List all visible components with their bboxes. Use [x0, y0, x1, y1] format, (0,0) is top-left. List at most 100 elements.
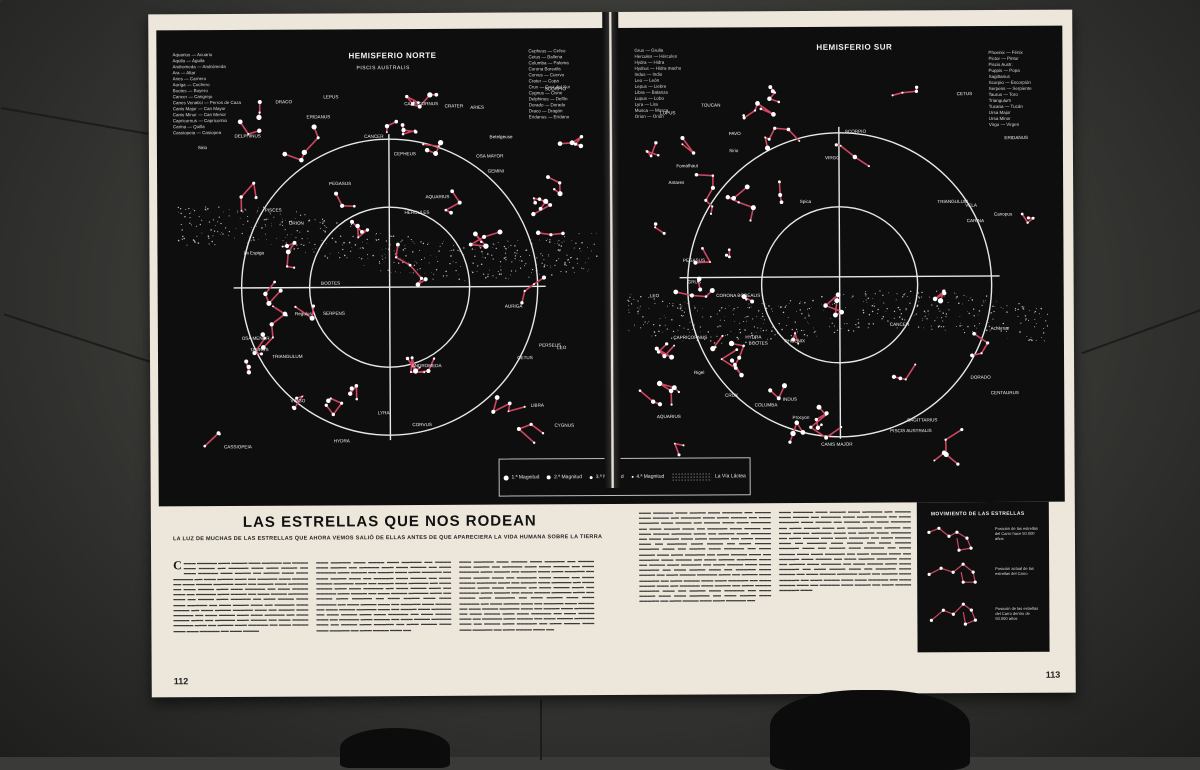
star — [891, 94, 894, 97]
milky-way-dot — [270, 243, 272, 245]
milky-way-dot — [791, 328, 793, 331]
milky-way-dot — [557, 241, 559, 243]
star — [1026, 216, 1030, 220]
milky-way-dot — [257, 239, 259, 240]
milky-way-dot — [748, 306, 751, 309]
milky-way-dot — [763, 323, 764, 325]
star — [701, 246, 704, 250]
milky-way-dot — [489, 269, 490, 271]
constellation-label: DELPHINUS — [235, 133, 261, 138]
milky-way-dot — [757, 340, 759, 342]
star — [494, 395, 500, 400]
milky-way-dot — [662, 331, 664, 333]
milky-way-dot — [961, 325, 963, 326]
milky-way-dot — [968, 312, 970, 315]
star — [360, 230, 364, 234]
milky-way-dot — [628, 330, 630, 332]
milky-way-dot — [628, 311, 630, 313]
inset-caption-future: Posición de las estrellas del Carro dent… — [995, 605, 1039, 621]
milky-way-dot — [750, 306, 752, 308]
star — [824, 435, 829, 440]
milky-way-dot — [340, 235, 342, 237]
milky-way-dot — [1020, 322, 1022, 324]
star — [709, 261, 711, 263]
milky-way-dot — [862, 309, 865, 312]
milky-way-dot — [189, 212, 191, 215]
star — [721, 334, 724, 338]
milky-way-dot — [934, 320, 936, 322]
milky-way-dot — [873, 305, 876, 307]
star — [794, 332, 797, 335]
milky-way-dot — [322, 221, 324, 223]
milky-way-dot — [719, 325, 721, 327]
star — [271, 336, 274, 339]
milky-way-dot — [192, 208, 194, 210]
star — [284, 243, 290, 249]
constellation-label: CETUS — [517, 355, 533, 360]
milky-way-dot — [428, 242, 429, 244]
milky-way-dot — [975, 332, 977, 334]
milky-way-dot — [637, 300, 639, 302]
milky-way-dot — [531, 268, 534, 271]
milky-way-dot — [1034, 310, 1037, 313]
milky-way-dot — [184, 216, 186, 218]
milky-way-dot — [857, 318, 859, 320]
star — [786, 127, 791, 132]
milky-way-dot — [189, 222, 191, 224]
star — [329, 397, 332, 400]
star — [355, 397, 359, 401]
milky-way-dot — [282, 224, 284, 227]
milky-way-dot — [893, 317, 895, 319]
milky-way-dot — [541, 255, 544, 257]
milky-way-dot — [765, 329, 767, 331]
milky-way-dot — [430, 255, 431, 256]
milky-way-dot — [437, 260, 439, 263]
constellation-label: Canopus — [994, 211, 1013, 216]
milky-way-dot — [551, 274, 553, 276]
constellation-label: ERIDANUS — [307, 114, 331, 119]
star — [449, 210, 453, 215]
constellation-label: Regulus — [295, 311, 313, 316]
milky-way-dot — [836, 329, 839, 331]
star — [654, 226, 657, 229]
milky-way-dot — [329, 253, 331, 255]
milky-way-dot — [525, 263, 527, 265]
constellation-label: PAVO — [729, 131, 742, 136]
star — [696, 276, 702, 282]
milky-way-dot — [584, 262, 586, 264]
milky-way-dot — [846, 323, 848, 325]
milky-way-dot — [385, 240, 388, 242]
milky-way-dot — [739, 331, 742, 334]
milky-way-dot — [475, 243, 477, 244]
milky-way-dot — [528, 276, 530, 278]
milky-way-dot — [346, 257, 348, 259]
milky-way-dot — [966, 296, 967, 297]
star — [246, 364, 251, 370]
milky-way-dot — [888, 292, 890, 294]
milky-way-dot — [516, 249, 518, 252]
milky-way-dot — [252, 236, 255, 239]
milky-way-dot — [515, 270, 517, 272]
milky-way-dot — [979, 323, 981, 325]
milky-way-dot — [449, 262, 451, 265]
constellation-label: HYDRA — [745, 335, 762, 340]
milky-way-dot — [628, 300, 630, 302]
milky-way-dot — [379, 233, 381, 234]
milky-way-dot — [762, 313, 764, 315]
star — [334, 191, 339, 196]
milky-way-dot — [507, 278, 509, 280]
milky-way-dot — [181, 229, 183, 231]
milky-way-dot — [1033, 312, 1035, 314]
constellation-label: PERSEUS — [539, 343, 561, 348]
milky-way-dot — [866, 293, 867, 295]
milky-way-dot — [482, 256, 484, 258]
milky-way-dot — [659, 318, 661, 320]
milky-way-dot — [351, 247, 352, 249]
milky-way-dot — [185, 208, 187, 210]
milky-way-dot — [648, 321, 650, 323]
milky-way-dot — [851, 297, 853, 299]
milky-way-dot — [485, 276, 487, 279]
milky-way-dot — [322, 222, 324, 225]
milky-way-dot — [539, 253, 541, 255]
